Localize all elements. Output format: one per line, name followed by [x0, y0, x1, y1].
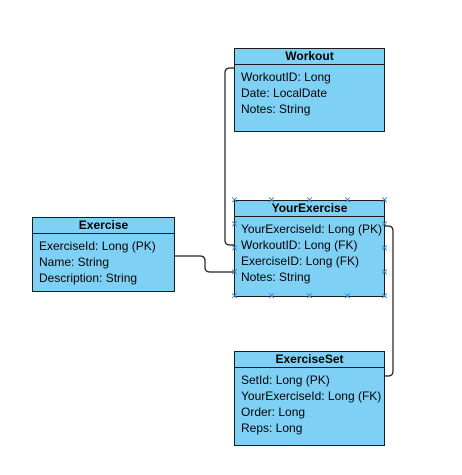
cross-icon[interactable]: ✕ — [305, 291, 314, 301]
field-setid: SetId: Long (PK) — [241, 373, 330, 387]
cross-icon[interactable]: ✕ — [230, 291, 239, 301]
entity-title: ExerciseSet — [235, 352, 384, 368]
field-yourexerciseid: YourExerciseId: Long (PK) — [241, 222, 382, 236]
cross-icon[interactable]: ✕ — [230, 243, 239, 253]
entity-fields: WorkoutID: Long Date: LocalDate Notes: S… — [235, 65, 384, 117]
field-notes: Notes: String — [241, 102, 311, 116]
field-yourexerciseid: YourExerciseId: Long (FK) — [241, 389, 382, 403]
cross-icon[interactable]: ✕ — [343, 291, 352, 301]
entity-title: YourExercise — [235, 201, 384, 217]
field-exerciseid: ExerciseId: Long (PK) — [39, 239, 156, 253]
entity-exerciseset[interactable]: ExerciseSet SetId: Long (PK) YourExercis… — [234, 351, 385, 446]
entity-title: Exercise — [33, 218, 174, 234]
field-date: Date: LocalDate — [241, 86, 328, 100]
entity-fields: SetId: Long (PK) YourExerciseId: Long (F… — [235, 368, 384, 436]
field-workoutid: WorkoutID: Long (FK) — [241, 238, 358, 252]
field-description: Description: String — [39, 271, 138, 285]
cross-icon[interactable]: ✕ — [380, 291, 389, 301]
cross-icon[interactable]: ✕ — [230, 195, 239, 205]
connector-workout-to-yourexercise[interactable] — [224, 67, 234, 246]
field-notes: Notes: String — [241, 270, 311, 284]
field-workoutid: WorkoutID: Long — [241, 70, 331, 84]
field-name: Name: String — [39, 255, 110, 269]
connector-exercise-to-yourexercise[interactable] — [175, 255, 234, 273]
field-exerciseid: ExerciseID: Long (FK) — [241, 254, 360, 268]
entity-workout[interactable]: Workout WorkoutID: Long Date: LocalDate … — [234, 48, 385, 132]
entity-fields: ExerciseId: Long (PK) Name: String Descr… — [33, 234, 174, 286]
cross-icon[interactable]: ✕ — [267, 291, 276, 301]
entity-fields: YourExerciseId: Long (PK) WorkoutID: Lon… — [235, 217, 384, 285]
cross-icon[interactable]: ✕ — [267, 195, 276, 205]
entity-title: Workout — [235, 49, 384, 65]
cross-icon[interactable]: ✕ — [380, 195, 389, 205]
connector-yourexercise-to-exerciseset[interactable] — [384, 225, 394, 377]
cross-icon[interactable]: ✕ — [230, 267, 239, 277]
field-reps: Reps: Long — [241, 421, 303, 435]
cross-icon[interactable]: ✕ — [343, 195, 352, 205]
cross-icon[interactable]: ✕ — [380, 267, 389, 277]
entity-yourexercise[interactable]: YourExercise YourExerciseId: Long (PK) W… — [234, 200, 385, 297]
cross-icon[interactable]: ✕ — [380, 243, 389, 253]
cross-icon[interactable]: ✕ — [305, 195, 314, 205]
cross-icon[interactable]: ✕ — [380, 219, 389, 229]
cross-icon[interactable]: ✕ — [230, 219, 239, 229]
entity-exercise[interactable]: Exercise ExerciseId: Long (PK) Name: Str… — [32, 217, 175, 292]
field-order: Order: Long — [241, 405, 306, 419]
